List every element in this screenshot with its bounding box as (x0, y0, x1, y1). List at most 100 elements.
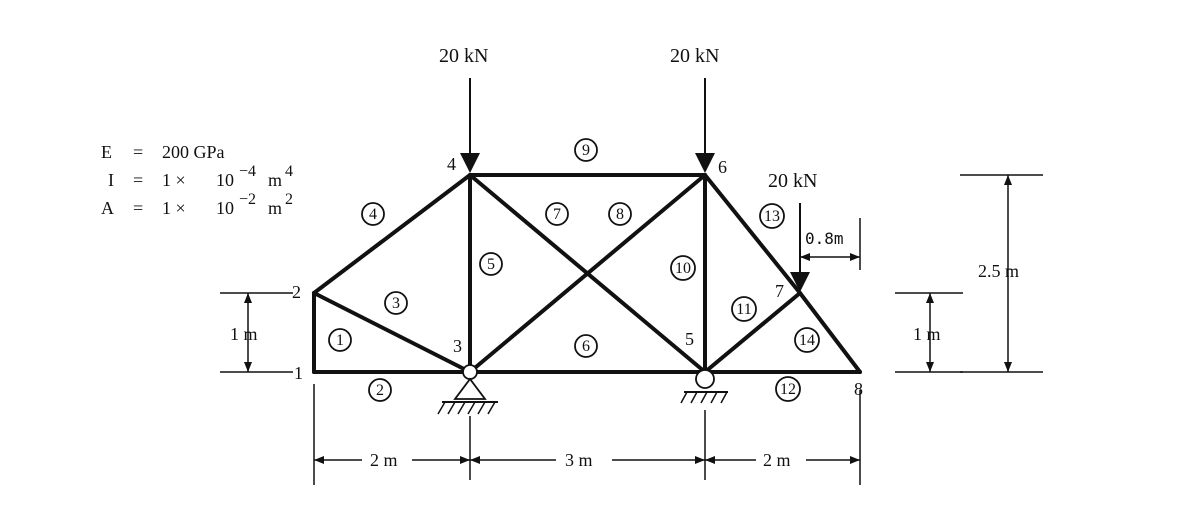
dim-right-total-arrow-top (1004, 175, 1012, 185)
member-label-6: 6 (574, 334, 598, 358)
dim-bottom-left-arrow-2 (460, 456, 470, 464)
dim-left-height-label: 1 m (230, 324, 258, 344)
hatch-5-3 (700, 391, 708, 404)
member-label-2: 2 (368, 378, 392, 402)
dim-offset-arrow-left (800, 253, 810, 261)
dim-left-arrow-top (244, 293, 252, 303)
node-label-5: 5 (685, 329, 694, 349)
member-label-3-text: 3 (392, 295, 400, 312)
member-label-10: 10 (670, 255, 696, 281)
member-label-1: 1 (328, 328, 352, 352)
member-label-2-circle (368, 378, 392, 402)
member-8-line (468, 173, 707, 374)
roller-node-5 (695, 369, 715, 389)
member-label-2-text: 2 (376, 382, 384, 399)
member-label-14-text: 14 (799, 332, 815, 349)
dim-right-total-arrow-bottom (1004, 362, 1012, 372)
member-label-13-circle (759, 203, 785, 229)
member-3-line (312, 291, 472, 374)
member-label-5-text: 5 (487, 256, 495, 273)
dim-bottom-left-arrow-1 (314, 456, 324, 464)
member-label-12-circle (775, 376, 801, 402)
member-label-13-text: 13 (764, 208, 780, 225)
hatch-5-4 (710, 391, 718, 404)
dim-bottom-right-label: 2 m (763, 450, 791, 470)
member-label-11-text: 11 (736, 301, 751, 318)
prop-I-coef: 1 × (162, 170, 186, 190)
dim-bottom-mid-arrow-1 (470, 456, 480, 464)
member-label-8-text: 8 (616, 206, 624, 223)
hatch-3-4 (467, 401, 476, 415)
hatch-5-1 (680, 391, 688, 404)
load-label-node-7: 20 kN (768, 170, 817, 192)
node-label-6: 6 (718, 157, 727, 177)
node-label-3: 3 (453, 336, 462, 356)
prop-E-value: 200 GPa (162, 142, 225, 162)
member-label-9-circle (574, 138, 598, 162)
member-label-3: 3 (384, 291, 408, 315)
member-label-10-text: 10 (675, 260, 691, 277)
dim-left-arrow-bottom (244, 362, 252, 372)
prop-I-exp: −4 (239, 163, 256, 180)
support-node-3 (437, 364, 498, 415)
hatch-3-3 (457, 401, 466, 415)
prop-A-unit-exp: 2 (285, 191, 293, 208)
member-label-8-circle (608, 202, 632, 226)
member-label-7-circle (545, 202, 569, 226)
member-label-12-text: 12 (780, 381, 796, 398)
prop-I-eq: = (133, 170, 143, 190)
prop-I-base: 10 (216, 170, 234, 190)
node-label-8: 8 (854, 379, 863, 399)
dim-bottom-right-arrow-2 (850, 456, 860, 464)
dimensions: 1 m 2 m 3 m 2 m 1 m 2.5 m (220, 174, 1043, 485)
member-label-5-circle (479, 252, 503, 276)
member-13-line (703, 173, 802, 295)
member-label-6-circle (574, 334, 598, 358)
prop-E-eq: = (133, 142, 143, 162)
hatch-5-2 (690, 391, 698, 404)
dim-offset-label: 0.8m (805, 229, 844, 248)
member-label-6-text: 6 (582, 338, 590, 355)
pin-node-3 (462, 364, 478, 380)
dim-bottom-left-label: 2 m (370, 450, 398, 470)
hatch-3-1 (437, 401, 446, 415)
prop-A-symbol: A (101, 198, 114, 218)
prop-A-eq: = (133, 198, 143, 218)
support-node-5 (680, 369, 728, 404)
dim-right-small-arrow-top (926, 293, 934, 303)
prop-A-base: 10 (216, 198, 234, 218)
member-label-1-text: 1 (336, 332, 344, 349)
hatch-3-5 (477, 401, 486, 415)
member-label-7-text: 7 (553, 206, 561, 223)
member-label-7: 7 (545, 202, 569, 226)
member-label-11: 11 (731, 296, 757, 322)
dim-right-small-label: 1 m (913, 324, 941, 344)
member-label-8: 8 (608, 202, 632, 226)
member-label-4: 4 (361, 202, 385, 226)
node-label-2: 2 (292, 282, 301, 302)
dim-bottom-right-arrow-1 (705, 456, 715, 464)
support-triangle-3 (453, 377, 487, 400)
load-label-node-6: 20 kN (670, 45, 719, 67)
member-4-line (312, 173, 472, 295)
node-labels: 1 2 3 4 5 6 7 8 (292, 154, 863, 399)
member-label-14-circle (794, 327, 820, 353)
member-label-4-text: 4 (369, 206, 377, 223)
prop-I-unit: m (268, 170, 282, 190)
truss-members (312, 173, 862, 374)
prop-I-unit-exp: 4 (285, 163, 293, 180)
load-label-node-4: 20 kN (439, 45, 488, 67)
member-labels: 1 2 3 4 5 6 7 8 (328, 138, 820, 402)
member-label-12: 12 (775, 376, 801, 402)
prop-A-coef: 1 × (162, 198, 186, 218)
hatch-3-6 (487, 401, 496, 415)
member-label-1-circle (328, 328, 352, 352)
dim-bottom-mid-arrow-2 (695, 456, 705, 464)
node-label-1: 1 (294, 363, 303, 383)
dim-right-small-arrow-bottom (926, 362, 934, 372)
member-label-10-circle (670, 255, 696, 281)
node-label-7: 7 (775, 281, 784, 301)
prop-E-symbol: E (101, 142, 112, 162)
dim-right-total-label: 2.5 m (978, 261, 1019, 281)
